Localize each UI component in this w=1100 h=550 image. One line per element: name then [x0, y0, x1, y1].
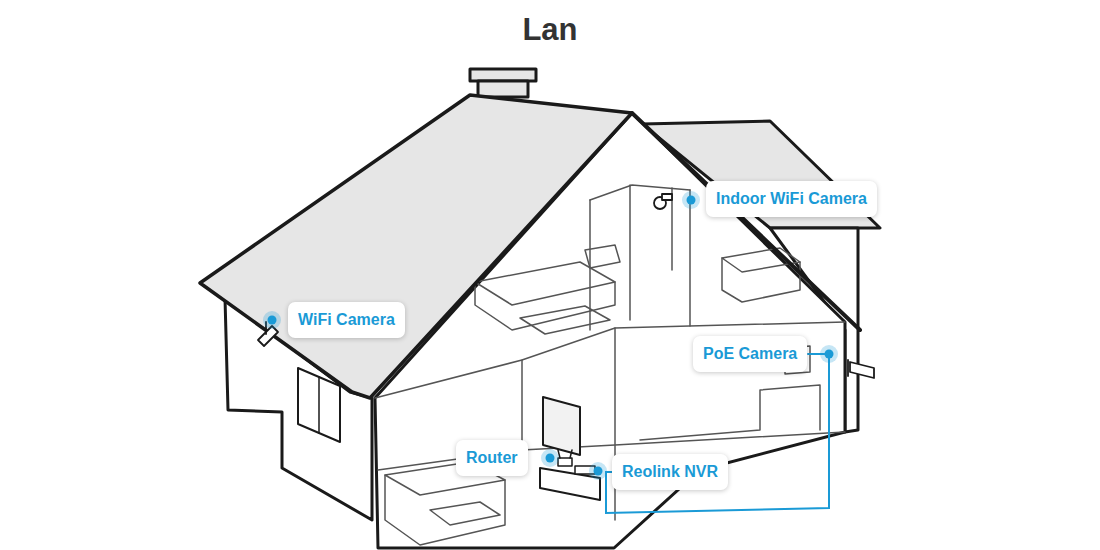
callout-label: PoE Camera: [693, 336, 807, 372]
callout-text: Router: [466, 449, 518, 467]
callout-label: Router: [456, 440, 528, 476]
diagram-title: Lan: [0, 12, 1100, 48]
callout-text: PoE Camera: [703, 345, 797, 363]
callout-text: WiFi Camera: [298, 311, 395, 329]
callout-text: Reolink NVR: [622, 463, 718, 481]
callout-label: WiFi Camera: [288, 302, 405, 338]
callout-text: Indoor WiFi Camera: [716, 190, 867, 208]
callout-label: Indoor WiFi Camera: [706, 181, 877, 217]
callout-label: Reolink NVR: [612, 454, 728, 490]
poe-cable: [606, 354, 829, 513]
